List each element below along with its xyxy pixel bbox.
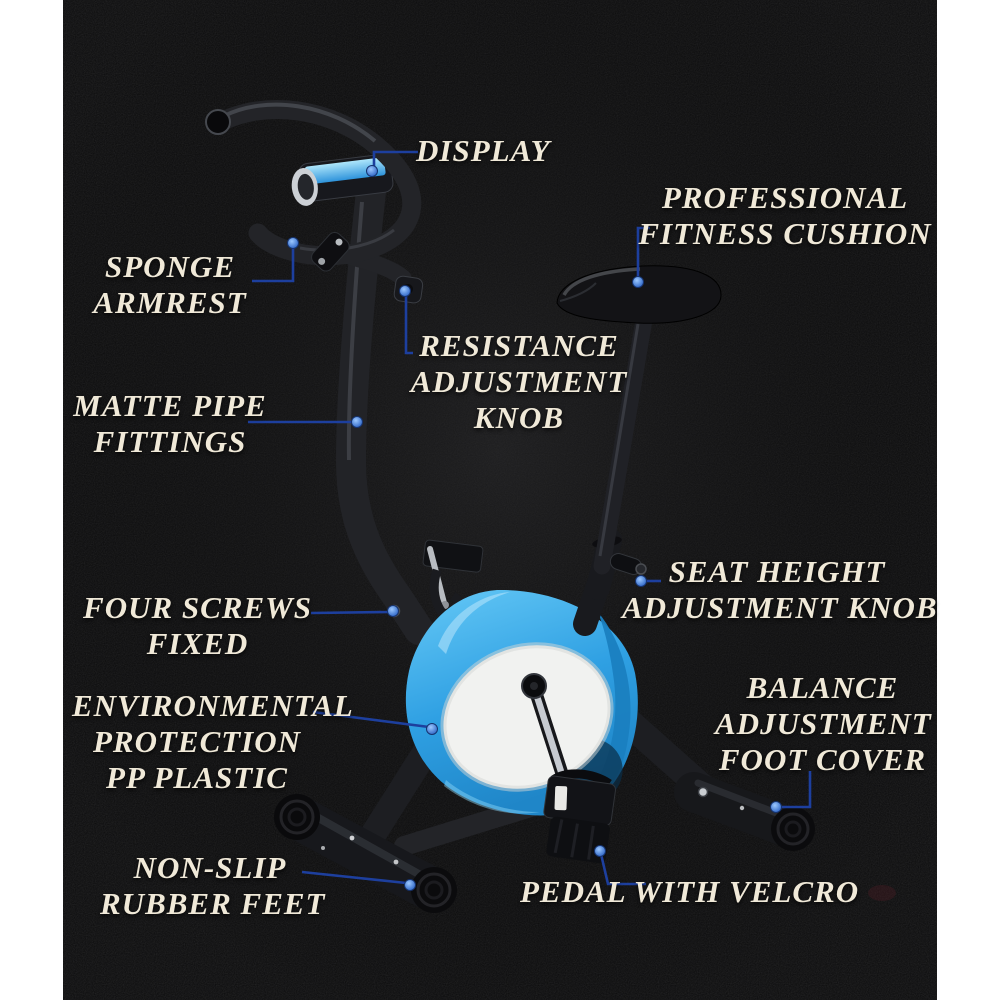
pedal: [543, 769, 616, 864]
housing-white-panel: [443, 645, 611, 789]
leader-dot-resistance: [399, 285, 411, 297]
leader-line-four-screws: [310, 610, 392, 615]
leader-dot-environmental: [426, 723, 438, 735]
rear-foot-highlight: [694, 779, 788, 820]
leader-dot-seat-height: [635, 575, 647, 587]
leader-line-resistance: [404, 295, 413, 355]
leader-line-non-slip: [301, 870, 407, 885]
leader-dot-balance: [770, 801, 782, 813]
bracket-box: [422, 539, 484, 573]
leader-dot-display: [366, 165, 378, 177]
leader-dot-pedal: [594, 845, 606, 857]
backdrop-glow: [63, 0, 937, 1000]
handlebar-highlight-top: [223, 102, 377, 143]
front-column-highlight: [346, 201, 364, 461]
leader-dot-non-slip: [404, 879, 416, 891]
front-foot-highlight: [302, 807, 428, 881]
rear-foot: [674, 772, 815, 851]
housing-rim-light: [444, 780, 540, 814]
leader-line-display: [372, 150, 418, 169]
handlebar-loop-tube: [209, 100, 422, 266]
leader-dot-four-screws: [387, 605, 399, 617]
seat-post: [593, 311, 653, 575]
seat-assembly: [556, 265, 722, 636]
sponge-armrest-end-cap: [205, 109, 231, 135]
leader-dot-matte: [351, 416, 363, 428]
display-screen: [304, 157, 386, 185]
leader-lines: [248, 150, 812, 886]
fitness-cushion-seat: [556, 265, 722, 324]
front-foot: [274, 794, 457, 913]
pedal-label-sticker: [554, 785, 568, 811]
leader-line-balance: [780, 771, 812, 809]
handlebar-highlight-bottom: [299, 228, 395, 252]
leader-line-cushion: [636, 226, 650, 280]
leader-line-pedal: [599, 853, 646, 886]
leader-line-sponge: [252, 245, 295, 283]
faint-watermark: [868, 885, 896, 901]
front-column-tube: [335, 177, 434, 645]
crank-arm: [530, 683, 569, 788]
leader-dot-cushion: [632, 276, 644, 288]
leader-line-environmental: [312, 710, 430, 729]
leader-dot-sponge: [287, 237, 299, 249]
handlebar-clamp: [311, 231, 350, 272]
handlebar: [205, 100, 422, 287]
crank-and-pedal: [521, 673, 616, 864]
seat-sheen: [562, 267, 641, 296]
housing-gloss: [438, 592, 510, 654]
rear-foot-bolt: [697, 786, 709, 798]
leader-dots: [287, 165, 782, 891]
front-foot-tube: [281, 798, 451, 910]
